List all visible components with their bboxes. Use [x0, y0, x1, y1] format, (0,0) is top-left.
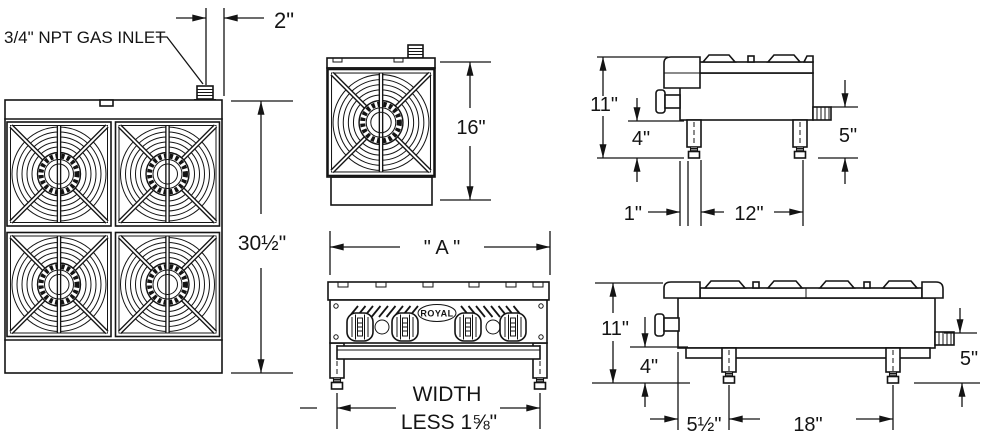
dim-label-30-5in: 30½"	[238, 232, 286, 255]
dim-label-inlet-height: 5"	[839, 125, 857, 147]
control-knob-icon	[655, 89, 666, 114]
dim-depth-overall: 30½"	[231, 100, 293, 374]
front-view: ROYAL	[327, 281, 550, 390]
dims-side-small: 11" 4" 5" 1" 12"	[590, 56, 858, 226]
dim-label-2in: 2"	[274, 8, 294, 33]
screw-icon	[538, 334, 544, 340]
gas-inlet-fitting	[407, 44, 424, 59]
gas-inlet-fitting	[934, 331, 955, 346]
pilot-window	[374, 319, 390, 335]
dim-width-less: WIDTH LESS 1⅝"	[300, 383, 541, 434]
dim-label-leg-height: 4"	[632, 128, 650, 150]
control-knob-icon	[654, 313, 665, 337]
dim-label-inlet-height: 5"	[960, 348, 978, 370]
dim-label-leg-inset: 1"	[624, 203, 642, 225]
dim-label-height: 11"	[590, 94, 618, 116]
gas-inlet-fitting	[812, 106, 832, 121]
dim-label-a: " A "	[424, 237, 460, 259]
screw-icon	[538, 303, 544, 309]
gas-inlet-label: 3/4" NPT GAS INLET	[4, 28, 166, 47]
side-view-small	[655, 54, 832, 159]
dim-width-a: " A "	[329, 231, 551, 275]
plan-view-four-burner	[4, 85, 223, 374]
pilot-window	[485, 319, 501, 335]
body	[679, 72, 814, 121]
dim-label-width-line2: LESS 1⅝"	[401, 411, 497, 434]
vent-hatch-left	[348, 305, 419, 318]
dim-label-16in: 16"	[456, 117, 485, 139]
gas-inlet-fitting	[194, 85, 216, 100]
grate-tab	[332, 57, 343, 63]
gas-inlet-callout: 3/4" NPT GAS INLET	[4, 28, 204, 85]
dim-single-depth: 16"	[440, 61, 491, 201]
brand-text: ROYAL	[420, 309, 453, 319]
leader-line	[156, 36, 204, 85]
dims-side-large: 11" 4" 5" 5½" 18"	[592, 282, 980, 436]
plan-view-single-burner	[327, 44, 435, 206]
side-view-large	[654, 280, 955, 384]
body	[677, 297, 936, 349]
dim-label-leg-height: 4"	[640, 356, 658, 378]
brand-logo: ROYAL	[417, 304, 457, 322]
grease-tray	[336, 345, 541, 360]
dim-label-width-line1: WIDTH	[413, 383, 482, 406]
screw-icon	[333, 334, 339, 340]
grate-tab	[393, 57, 404, 63]
dim-label-leg-span: 18"	[793, 414, 822, 436]
dim-label-leg-span: 12"	[734, 203, 763, 225]
screw-icon	[333, 303, 339, 309]
dim-inlet-offset: 2"	[176, 8, 294, 96]
dim-label-leg-inset: 5½"	[687, 414, 722, 436]
dim-label-height: 11"	[601, 318, 629, 340]
grate-tab	[99, 99, 114, 107]
